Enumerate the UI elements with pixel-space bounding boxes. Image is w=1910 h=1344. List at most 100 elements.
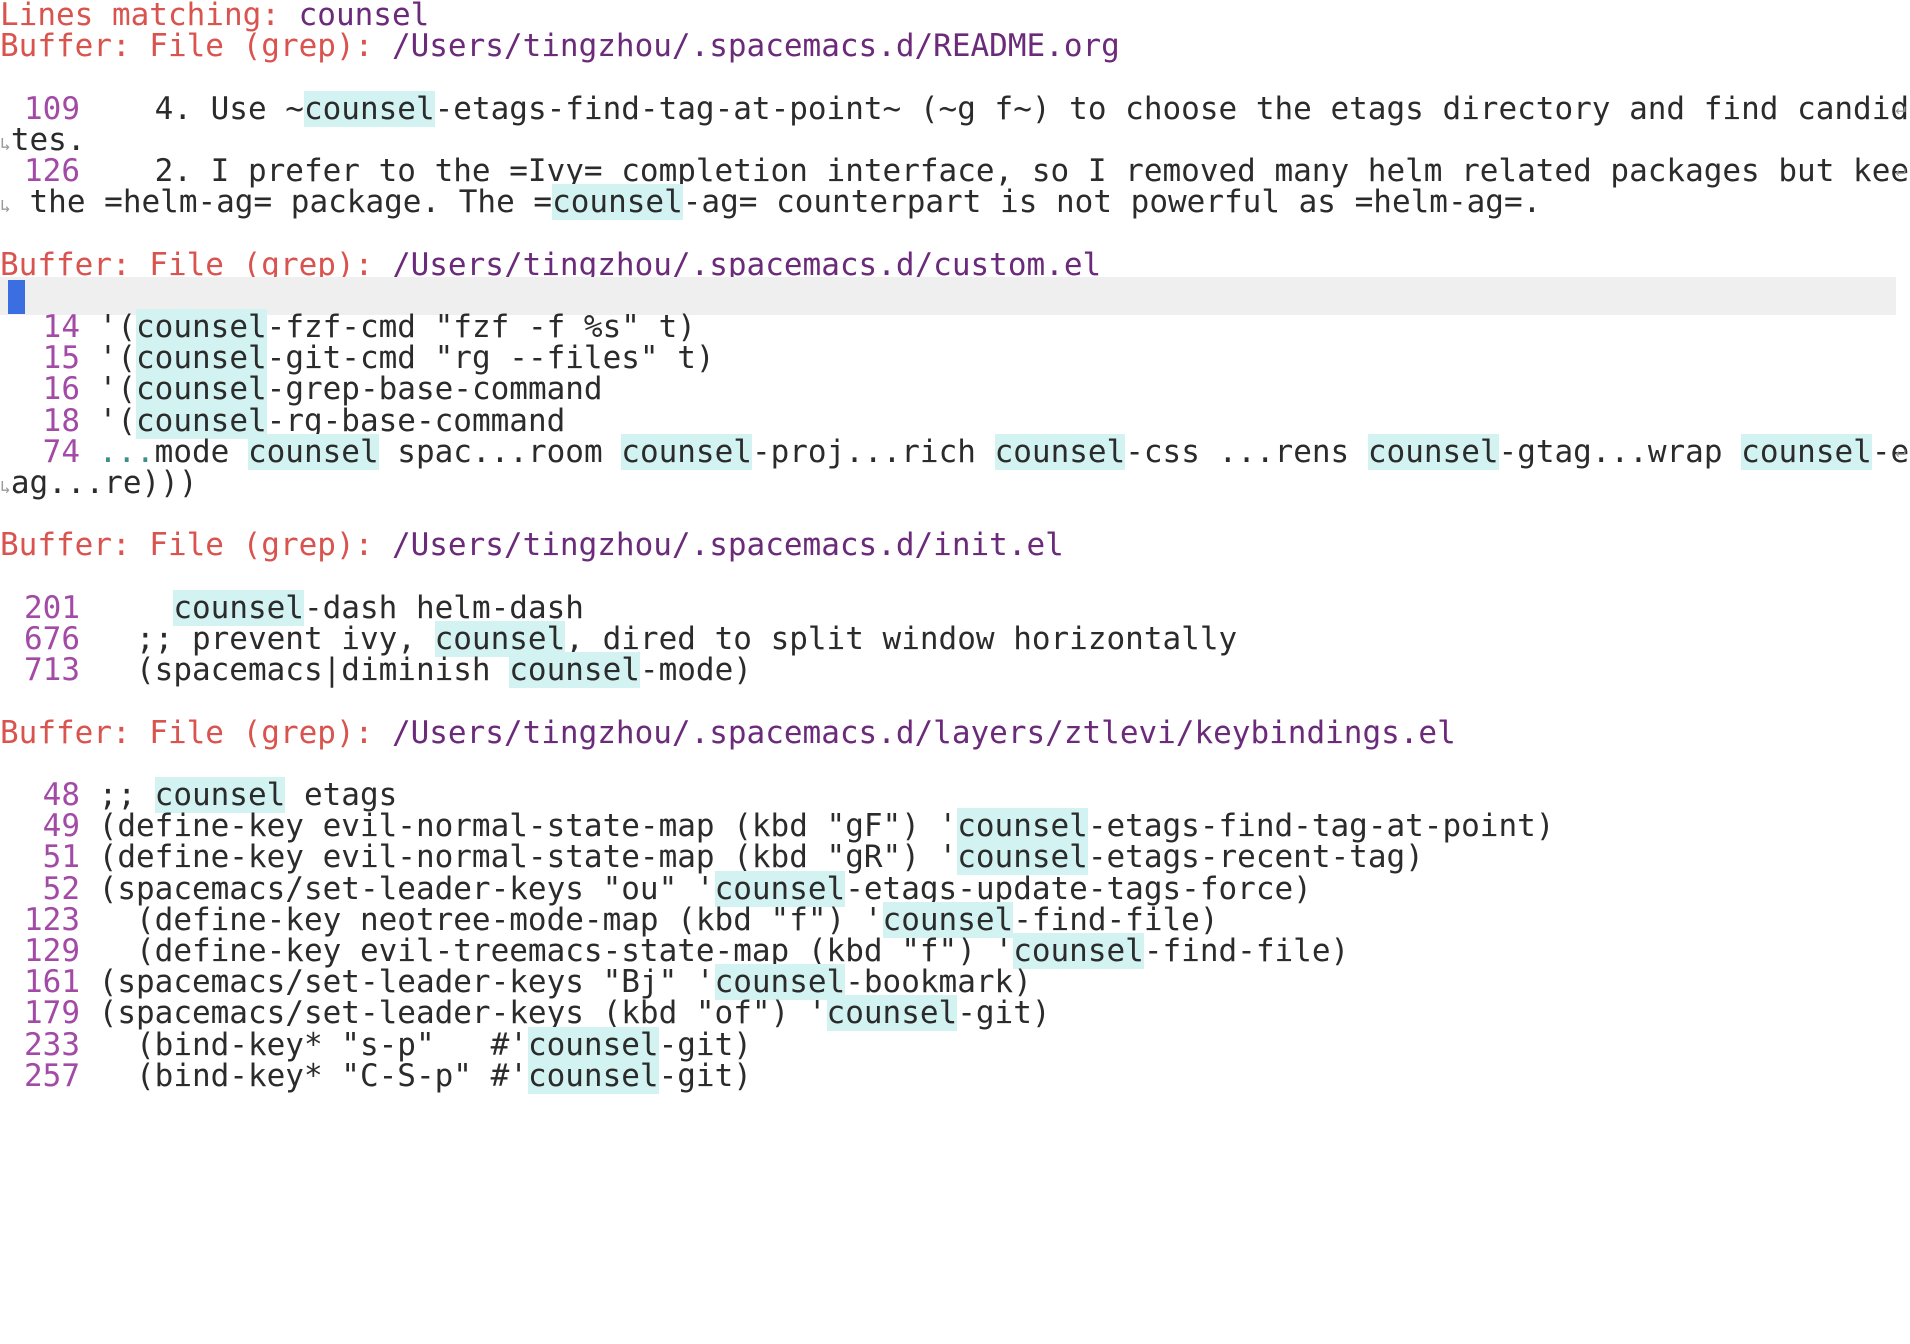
match-line[interactable]: 18 '(counsel-rg-base-command bbox=[0, 402, 1910, 440]
match-text: -grep-base-command bbox=[266, 371, 603, 408]
match-highlight: counsel bbox=[434, 621, 566, 657]
line-number: 49 bbox=[42, 808, 80, 845]
line-number: 201 bbox=[24, 589, 80, 626]
buffer-file-path[interactable]: /Users/tingzhou/.spacemacs.d/custom.el bbox=[391, 246, 1102, 283]
match-text: (bind-key* "C-S-p" #' bbox=[80, 1057, 528, 1094]
match-text: '( bbox=[80, 402, 136, 439]
match-highlight: counsel bbox=[957, 808, 1088, 845]
match-highlight: counsel bbox=[303, 90, 435, 127]
match-highlight: counsel bbox=[994, 433, 1126, 470]
match-highlight: counsel bbox=[136, 340, 267, 377]
match-line[interactable]: 233 (bind-key* "s-p" #'counsel-git) bbox=[0, 1026, 1910, 1064]
header-query: counsel bbox=[298, 0, 430, 33]
buffer-header-label: Buffer: File (grep): bbox=[0, 28, 392, 65]
match-line[interactable]: 129 (define-key evil-treemacs-state-map … bbox=[0, 932, 1910, 970]
match-text: -ag= counterpart is not powerful as =hel… bbox=[682, 184, 1542, 221]
match-text: -rg-base-command bbox=[266, 402, 566, 439]
line-number: 15 bbox=[42, 340, 80, 377]
match-line[interactable]: 52 (spacemacs/set-leader-keys "ou" 'coun… bbox=[0, 870, 1910, 908]
match-text: -css ...rens bbox=[1125, 433, 1368, 470]
match-highlight: counsel bbox=[1367, 433, 1499, 470]
line-number: 676 bbox=[24, 621, 80, 657]
text-cursor bbox=[8, 280, 25, 315]
line-number: 109 bbox=[24, 90, 80, 127]
match-line[interactable]: 713 (spacemacs|diminish counsel-mode) bbox=[0, 651, 1910, 689]
buffer-header[interactable]: Buffer: File (grep): /Users/tingzhou/.sp… bbox=[0, 526, 1910, 564]
line-number: 52 bbox=[42, 870, 80, 907]
continuation-arrow-icon: ↳ bbox=[0, 133, 11, 155]
buffer-file-path[interactable]: /Users/tingzhou/.spacemacs.d/layers/ztle… bbox=[391, 714, 1456, 751]
match-text: -git) bbox=[658, 1057, 752, 1094]
match-line[interactable]: 109 4. Use ~counsel-etags-find-tag-at-po… bbox=[0, 90, 1910, 128]
match-highlight: counsel bbox=[714, 870, 846, 907]
match-line[interactable]: 179 (spacemacs/set-leader-keys (kbd "of"… bbox=[0, 994, 1910, 1032]
match-highlight: counsel bbox=[957, 839, 1088, 876]
blank-line bbox=[0, 1088, 1910, 1126]
cursor-line bbox=[0, 276, 1896, 315]
match-text: -git) bbox=[957, 995, 1051, 1032]
match-highlight: counsel bbox=[527, 1057, 659, 1094]
match-highlight: counsel bbox=[1741, 433, 1872, 470]
match-line-continuation[interactable]: ↳tes. bbox=[0, 121, 1910, 159]
match-text: -et bbox=[1871, 433, 1910, 470]
match-text: 4. Use ~ bbox=[80, 90, 304, 127]
match-text: (spacemacs|diminish bbox=[80, 652, 510, 689]
match-highlight: counsel bbox=[136, 371, 267, 408]
match-highlight: counsel bbox=[154, 777, 286, 813]
line-number: 257 bbox=[24, 1057, 80, 1094]
match-text: -gtag...wrap bbox=[1498, 433, 1742, 470]
buffer-file-path[interactable]: /Users/tingzhou/.spacemacs.d/init.el bbox=[391, 527, 1064, 564]
match-line[interactable]: 161 (spacemacs/set-leader-keys "Bj" 'cou… bbox=[0, 963, 1910, 1001]
buffer-header[interactable]: Buffer: File (grep): /Users/tingzhou/.sp… bbox=[0, 27, 1910, 65]
match-line[interactable]: 676 ;; prevent ivy, counsel, dired to sp… bbox=[0, 620, 1910, 658]
match-text: '( bbox=[80, 371, 136, 408]
match-line[interactable]: 16 '(counsel-grep-base-command bbox=[0, 370, 1910, 408]
match-highlight: counsel bbox=[552, 184, 683, 221]
match-line-continuation[interactable]: ↳ the =helm-ag= package. The =counsel-ag… bbox=[0, 183, 1910, 221]
match-line[interactable]: 49 (define-key evil-normal-state-map (kb… bbox=[0, 807, 1910, 845]
match-text: -find-file) bbox=[1143, 933, 1350, 969]
line-number: 123 bbox=[24, 901, 80, 938]
match-highlight: counsel bbox=[527, 1026, 659, 1063]
match-highlight: counsel bbox=[136, 402, 267, 439]
match-line[interactable]: 257 (bind-key* "C-S-p" #'counsel-git) bbox=[0, 1057, 1910, 1095]
match-highlight: counsel bbox=[136, 309, 267, 345]
buffer-file-path[interactable]: /Users/tingzhou/.spacemacs.d/README.org bbox=[391, 28, 1120, 65]
match-line[interactable]: 201 counsel-dash helm-dash bbox=[0, 589, 1910, 627]
match-text: (define-key evil-treemacs-state-map (kbd… bbox=[80, 933, 1014, 969]
header-lines-label: Lines matching: bbox=[0, 0, 299, 33]
match-text: ;; prevent ivy, bbox=[80, 621, 435, 657]
line-number: 126 bbox=[24, 153, 80, 189]
line-number: 161 bbox=[24, 964, 80, 1001]
match-text: tes. bbox=[10, 121, 86, 158]
match-highlight: counsel bbox=[621, 433, 752, 470]
match-text: -git) bbox=[658, 1026, 752, 1063]
match-text: ;; bbox=[80, 777, 155, 813]
buffer-header[interactable]: Buffer: File (grep): /Users/tingzhou/.sp… bbox=[0, 246, 1910, 284]
line-number: 48 bbox=[42, 777, 80, 813]
match-line[interactable]: 51 (define-key evil-normal-state-map (kb… bbox=[0, 838, 1910, 876]
match-line[interactable]: 14 '(counsel-fzf-cmd "fzf -f %s" t) bbox=[0, 308, 1910, 346]
match-text: etags bbox=[285, 777, 398, 813]
match-text: (define-key evil-normal-state-map (kbd "… bbox=[80, 808, 958, 845]
line-number: 233 bbox=[24, 1026, 80, 1063]
match-line[interactable]: 123 (define-key neotree-mode-map (kbd "f… bbox=[0, 901, 1910, 939]
match-highlight: counsel bbox=[826, 995, 958, 1032]
match-line[interactable]: 74 ...mode counsel spac...room counsel-p… bbox=[0, 433, 1910, 471]
match-text: spac...room bbox=[378, 433, 622, 470]
match-text: the =helm-ag= package. The = bbox=[10, 184, 553, 221]
line-number: 129 bbox=[24, 933, 80, 969]
match-line[interactable]: 15 '(counsel-git-cmd "rg --files" t) bbox=[0, 339, 1910, 377]
match-highlight: counsel bbox=[173, 589, 304, 626]
match-line-continuation[interactable]: ↳ag...re))) bbox=[0, 464, 1910, 502]
match-text: -mode) bbox=[639, 652, 752, 689]
match-line[interactable]: 48 ;; counsel etags bbox=[0, 776, 1910, 814]
line-number: 179 bbox=[24, 995, 80, 1032]
match-text: -etags-find-tag-at-point) bbox=[1087, 808, 1555, 845]
match-text: -etags-update-tags-force) bbox=[845, 870, 1312, 907]
buffer-header-label: Buffer: File (grep): bbox=[0, 714, 392, 751]
match-line[interactable]: 126 2. I prefer to the =Ivy= completion … bbox=[0, 152, 1910, 190]
buffer-header[interactable]: Buffer: File (grep): /Users/tingzhou/.sp… bbox=[0, 714, 1910, 752]
match-text: -dash helm-dash bbox=[303, 589, 584, 626]
